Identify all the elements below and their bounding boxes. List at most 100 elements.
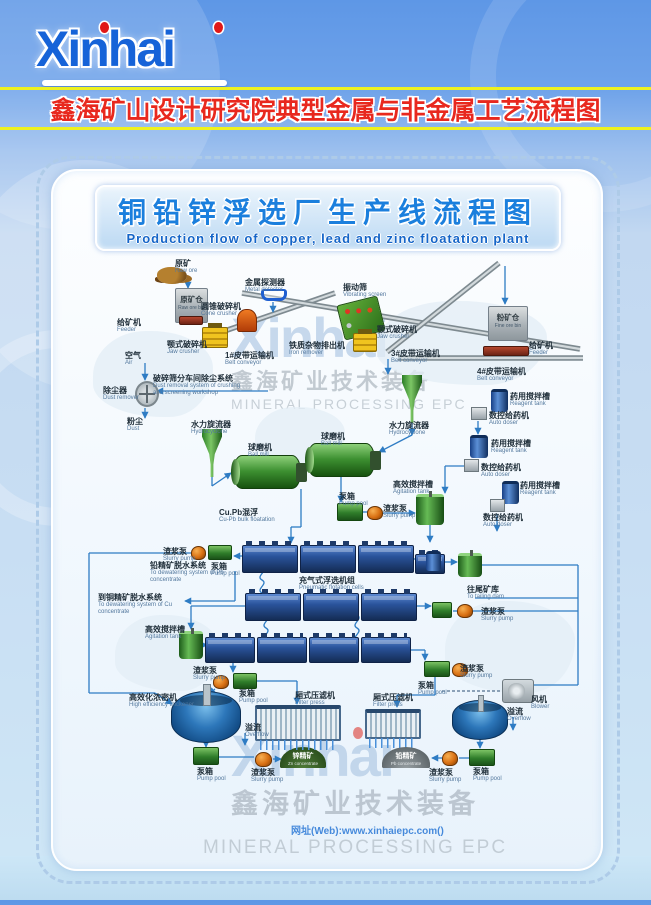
jaw-crusher-1 (202, 323, 228, 348)
reagent-feeder-2 (464, 459, 479, 472)
ball-mill-2 (305, 443, 381, 477)
xinhai-logo: Xinhai (36, 20, 266, 92)
diagram-title: 铜铅锌浮选厂生产线流程图 (117, 197, 538, 228)
pump-pool-a (337, 503, 363, 521)
flotation-cell (361, 589, 417, 621)
main-panel: 铜铅锌浮选厂生产线流程图 Production flow of copper, … (36, 156, 620, 884)
agitation-tank-2 (458, 550, 482, 577)
pump-pool-b (208, 545, 232, 560)
thickener-2 (452, 694, 508, 740)
reagent-tank-2 (470, 435, 488, 458)
watermark-company: 鑫海矿业技术装备 (231, 369, 432, 394)
flotation-cell (257, 633, 307, 663)
logo-underline (42, 80, 227, 86)
slurry-pump-c (213, 675, 229, 689)
cone-crusher (237, 309, 257, 332)
blower (502, 679, 534, 703)
flotation-cell (309, 633, 359, 663)
diagram-subtitle: Production flow of copper, lead and zinc… (126, 231, 530, 246)
slurry-pump-b (191, 546, 206, 560)
flow-diagram: Xinhai 鑫海矿业技术装备 MINERAL PROCESSING EPC X… (5, 5, 651, 905)
flotation-cell (205, 633, 255, 663)
slurry-pump-a (367, 506, 383, 520)
flotation-cell (242, 541, 298, 573)
flotation-cell (358, 541, 414, 573)
reagent-tank-3 (502, 481, 519, 504)
reagent-feeder-1 (471, 407, 487, 420)
pump-pool-f (469, 749, 495, 766)
pump-pool-d (193, 747, 219, 765)
watermark-company: 鑫海矿业技术装备 (231, 789, 479, 819)
thickener-1 (171, 684, 241, 743)
diagram-title-box: 铜铅锌浮选厂生产线流程图 Production flow of copper, … (95, 185, 561, 251)
jaw-crusher-2 (353, 329, 377, 352)
logo-red-dot-icon (100, 22, 109, 33)
reagent-tank-1 (491, 389, 508, 412)
banner-title: 鑫海矿山设计研究院典型金属与非金属工艺流程图 (50, 96, 601, 125)
pump-pool-e (424, 661, 450, 677)
reagent-tank-4 (426, 551, 441, 571)
feeder-1 (179, 316, 203, 325)
logo-red-dot-icon (214, 22, 223, 33)
agitation-tank-row3 (179, 628, 203, 659)
flotation-cell (245, 589, 301, 621)
slurry-pump-row2 (457, 604, 473, 618)
flotation-cell (361, 633, 411, 663)
filter-press-1 (255, 705, 341, 750)
slurry-pump-f (442, 751, 458, 766)
banner-title-bar: 鑫海矿山设计研究院典型金属与非金属工艺流程图 (0, 87, 651, 130)
watermark-contact: 网址(Web):www.xinhaiepc.com() (291, 826, 444, 837)
slurry-pump-d (255, 752, 272, 767)
slurry-pump-e (452, 663, 468, 677)
filter-press-2 (365, 709, 421, 748)
agitation-tank-right (416, 491, 444, 525)
